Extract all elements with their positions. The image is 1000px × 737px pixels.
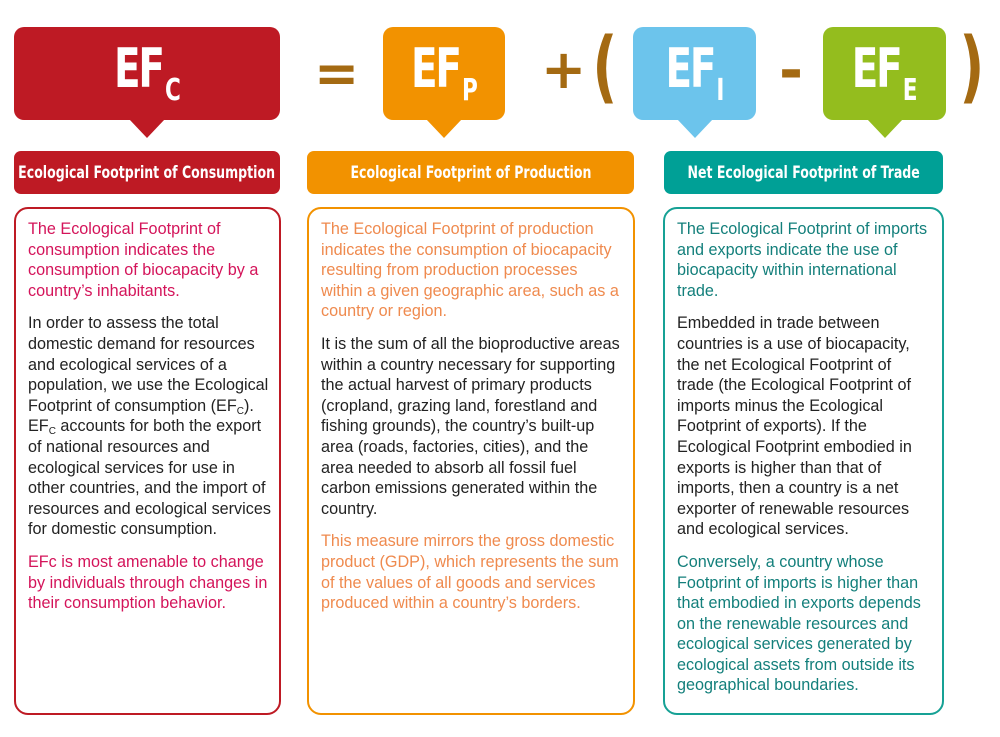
label-production: Ecological Footprint of Production bbox=[307, 151, 634, 194]
trade-note: Conversely, a country whose Footprint of… bbox=[677, 552, 921, 695]
production-body: It is the sum of all the bioproductive a… bbox=[321, 334, 620, 518]
label-production-text: Ecological Footprint of Production bbox=[350, 162, 591, 183]
consumption-body-part-c: accounts for both the export of national… bbox=[28, 417, 271, 539]
production-intro: The Ecological Footprint of production i… bbox=[321, 220, 619, 321]
efc-subscript: C bbox=[164, 72, 181, 108]
label-consumption-text: Ecological Footprint of Consumption bbox=[18, 162, 276, 183]
label-trade: Net Ecological Footprint of Trade bbox=[664, 151, 943, 194]
efp-subscript: P bbox=[461, 72, 478, 108]
efi-main: EF bbox=[664, 36, 716, 100]
plus-sign: + bbox=[541, 38, 587, 101]
efi-subscript: I bbox=[715, 72, 724, 108]
efe-subscript: E bbox=[902, 72, 918, 108]
consumption-intro: The Ecological Footprint of consumption … bbox=[28, 220, 259, 300]
label-trade-text: Net Ecological Footprint of Trade bbox=[687, 162, 920, 183]
trade-body: Embedded in trade between countries is a… bbox=[677, 314, 912, 539]
consumption-body-subscript-2: C bbox=[48, 426, 56, 438]
production-description-box: The Ecological Footprint of production i… bbox=[307, 207, 635, 715]
consumption-description-box: The Ecological Footprint of consumption … bbox=[14, 207, 281, 715]
equals-sign: = bbox=[314, 42, 360, 105]
efc-main: EF bbox=[113, 36, 165, 100]
production-note: This measure mirrors the gross domestic … bbox=[321, 532, 619, 613]
consumption-body-part-b: ). EF bbox=[28, 396, 254, 436]
minus-sign: - bbox=[779, 36, 804, 104]
label-consumption: Ecological Footprint of Consumption bbox=[14, 151, 280, 194]
efe-main: EF bbox=[851, 36, 903, 100]
trade-description-box: The Ecological Footprint of imports and … bbox=[663, 207, 944, 715]
consumption-body-subscript-1: C bbox=[236, 405, 244, 417]
trade-intro: The Ecological Footprint of imports and … bbox=[677, 220, 928, 300]
open-paren: ( bbox=[592, 22, 618, 112]
close-paren: ) bbox=[959, 22, 985, 112]
consumption-body-part-a: In order to assess the total domestic de… bbox=[28, 314, 269, 415]
consumption-note: EFc is most amenable to change by indivi… bbox=[28, 552, 268, 613]
efp-main: EF bbox=[410, 36, 462, 100]
consumption-body: In order to assess the total domestic de… bbox=[28, 313, 271, 540]
